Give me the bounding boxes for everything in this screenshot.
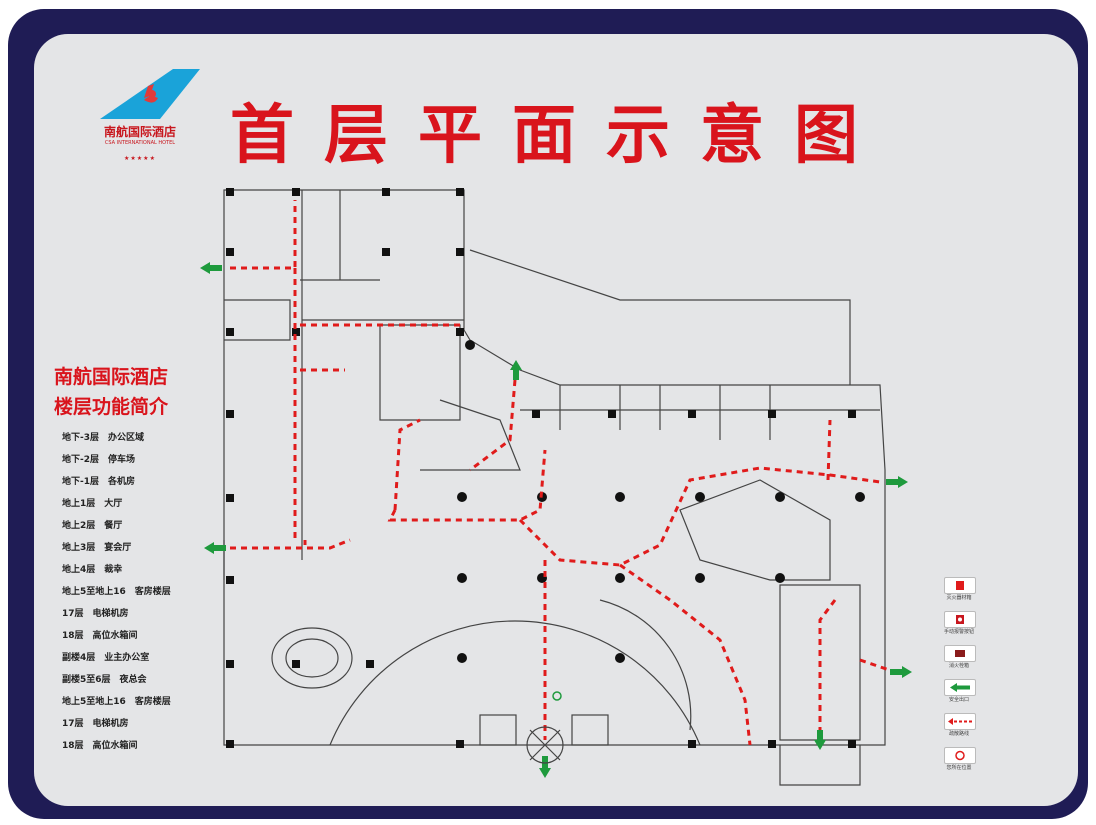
entrance-doors [479,714,609,764]
building-walls [223,189,886,786]
floor-item: 地上1层 大厅 [62,499,123,509]
evacuation-route-icon [944,713,976,730]
floor-item: 地上2层 餐厅 [62,521,123,531]
sign-board [34,34,1078,806]
legend-item: 消火栓箱 [934,643,984,677]
map-legend: 灭火器材箱 手动报警按钮 消火栓箱 安全出口 疏散路线 您所在位置 [934,575,984,779]
floor-item: 17层 电梯机房 [62,609,129,619]
floor-item: 17层 电梯机房 [62,719,129,729]
sidebar-heading-1: 南航国际酒店 [54,366,169,388]
fire-extinguisher-box-icon [944,577,976,594]
round-columns [457,340,865,663]
legend-item: 灭火器材箱 [934,575,984,609]
you-are-here-marker-icon [552,691,562,701]
legend-item: 安全出口 [934,677,984,711]
legend-item: 疏散路线 [934,711,984,745]
floor-item: 地下-1层 各机房 [62,477,135,487]
you-are-here-icon [944,747,976,764]
floor-item: 副楼4层 业主办公室 [62,653,150,663]
floor-item: 18层 高位水箱间 [62,741,138,751]
floor-plan [200,188,912,786]
floor-item: 地下-2层 停车场 [62,455,135,465]
logo-stars: ★★★★★ [124,155,156,162]
structural-columns [226,188,856,748]
manual-alarm-button-icon [944,611,976,628]
floor-item: 副楼5至6层 夜总会 [62,675,147,685]
safety-exit-arrow-icon [944,679,976,696]
floor-item: 地上4层 裁幸 [62,565,123,575]
sidebar-heading-2: 楼层功能简介 [54,396,169,418]
floor-item: 地上5至地上16 客房楼层 [62,587,171,597]
legend-item: 您所在位置 [934,745,984,779]
logo-english: CSA INTERNATIONAL HOTEL [104,140,176,146]
floor-list: 地下-3层 办公区域 地下-2层 停车场 地下-1层 各机房 地上1层 大厅 地… [62,430,222,760]
floor-item: 18层 高位水箱间 [62,631,138,641]
floor-item: 地上3层 宴会厅 [62,543,132,553]
floor-item: 地下-3层 办公区域 [62,433,144,443]
fire-hydrant-box-icon [944,645,976,662]
evacuation-routes [230,200,896,746]
legend-item: 手动报警按钮 [934,609,984,643]
logo-name: 南航国际酒店 [103,125,176,139]
floor-item: 地上5至地上16 客房楼层 [62,697,171,707]
page-title: 首层平面示意图 [230,99,888,173]
exit-arrows [200,262,912,778]
airline-logo-icon [100,69,200,119]
